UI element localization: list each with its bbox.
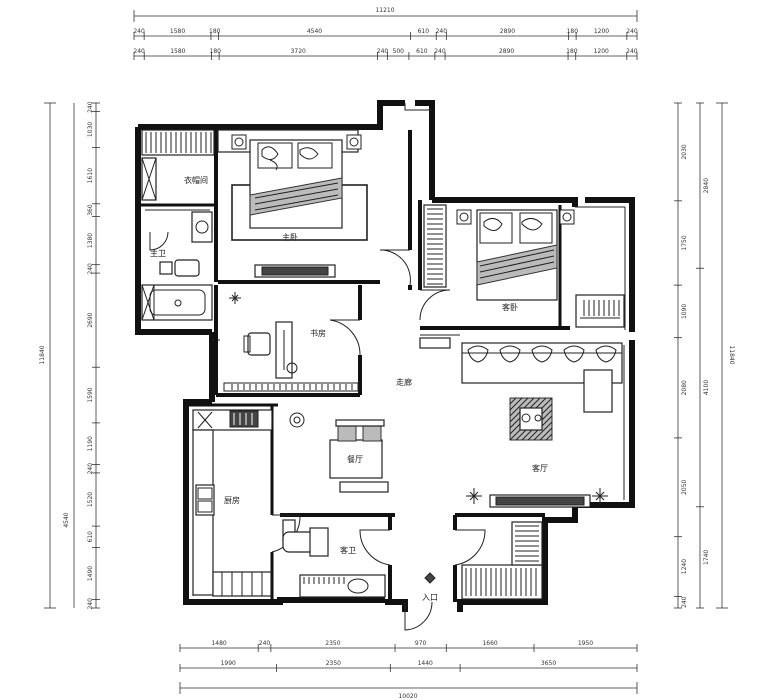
top-dim-row2: 240 — [626, 48, 638, 55]
master-bedroom-label: 主卧 — [282, 232, 298, 242]
top-dim-row2: 240 — [133, 48, 145, 55]
study-label: 书房 — [310, 328, 326, 338]
left-dim: 1380 — [87, 233, 94, 248]
interior-walls — [140, 130, 570, 602]
left-total-dim: 11840 — [39, 345, 46, 364]
left-dim: 610 — [87, 531, 94, 543]
right-dim: 2050 — [681, 479, 688, 494]
bottom-total-dim: 10020 — [398, 693, 417, 700]
study: 书房 — [223, 292, 359, 392]
bottom-dim-row1: 1950 — [578, 640, 593, 647]
top-dim-row2: 2890 — [499, 48, 514, 55]
left-dim: 240 — [87, 463, 94, 475]
entrance-label: 入口 — [422, 593, 438, 602]
kitchen: 厨房 — [192, 409, 273, 597]
left-dim: 1590 — [87, 387, 94, 402]
left-dim: 1190 — [87, 436, 94, 451]
top-total-dim: 11210 — [375, 7, 394, 14]
top-dim-row1: 2890 — [500, 28, 515, 35]
hallway: 走廊 — [396, 337, 451, 387]
dining: 餐厅 — [289, 412, 389, 493]
guest-bath-label: 客卫 — [340, 545, 356, 555]
top-dim-row2: 180 — [566, 48, 578, 55]
top-dim-row2: 3720 — [291, 48, 306, 55]
top-dim-row2: 180 — [210, 48, 222, 55]
top-dim-row2: 240 — [434, 48, 446, 55]
master-bedroom: 主卧 — [217, 129, 368, 278]
top-dim-row2: 500 — [393, 48, 405, 55]
top-dim-row1: 1200 — [594, 28, 609, 35]
left-dim: 240 — [87, 101, 94, 113]
bottom-dim-row1: 240 — [259, 640, 271, 647]
left-dim: 1030 — [87, 122, 94, 137]
bottom-dim-row1: 970 — [415, 640, 427, 647]
bottom-dimensions: 10020 1480 240 2350 970 1660 1950 1990 2350 1440… — [179, 640, 638, 700]
living-room-label: 客厅 — [532, 463, 548, 473]
bottom-dim-row1: 1660 — [482, 640, 497, 647]
right-total-dim: 11840 — [728, 345, 735, 364]
top-dim-row1: 180 — [209, 28, 221, 35]
right-dim-2: 2840 — [703, 178, 710, 193]
left-dim: 2690 — [87, 312, 94, 327]
left-dim: 240 — [87, 263, 94, 275]
dining-label: 餐厅 — [347, 455, 363, 464]
top-dim-row2: 240 — [377, 48, 389, 55]
top-dim-row2: 1580 — [170, 48, 185, 55]
top-dim-row1: 4540 — [307, 28, 322, 35]
left-dim: 240 — [87, 598, 94, 610]
bottom-dim-row1: 2350 — [325, 640, 340, 647]
top-dim-row1: 610 — [418, 28, 430, 35]
right-dim: 1090 — [681, 304, 688, 319]
left-dim: 1520 — [87, 492, 94, 507]
left-dimensions: 11840 240 1030 1610 360 1380 240 2690 1590 1190 2… — [39, 101, 100, 610]
left-dim: 1490 — [87, 566, 94, 581]
bottom-dim-row2: 3650 — [541, 660, 556, 667]
right-dim-2: 4100 — [703, 380, 710, 395]
exterior-walls — [135, 100, 635, 612]
top-dim-row2: 1200 — [594, 48, 609, 55]
second-bedroom-label: 客卧 — [502, 302, 518, 312]
right-dim: 2080 — [681, 380, 688, 395]
right-dimensions: 11840 2030 1750 1090 2080 2050 1240 240 2840 410… — [674, 102, 735, 609]
second-bedroom: 客卧 — [423, 204, 625, 328]
top-dim-row1: 240 — [133, 28, 145, 35]
top-dim-row1: 180 — [567, 28, 579, 35]
kitchen-label: 厨房 — [224, 495, 240, 505]
right-dim: 240 — [681, 596, 688, 608]
master-bath: 主卫 — [141, 211, 213, 321]
door-swings — [149, 231, 486, 631]
top-dim-row1: 240 — [436, 28, 448, 35]
right-dim: 1750 — [681, 235, 688, 250]
right-dim-2: 1740 — [703, 550, 710, 565]
top-dim-row1: 1580 — [170, 28, 185, 35]
left-dim: 1610 — [87, 168, 94, 183]
left-col2-dim: 4540 — [63, 512, 70, 527]
guest-bath: 客卫 — [282, 519, 386, 598]
master-bath-label: 主卫 — [150, 248, 166, 258]
entrance: 入口 — [422, 521, 543, 602]
top-dim-row1: 240 — [626, 28, 638, 35]
right-dim: 1240 — [681, 559, 688, 574]
cloakroom: 衣帽间 — [141, 129, 215, 201]
bottom-dim-row1: 1480 — [211, 640, 226, 647]
cloakroom-label: 衣帽间 — [184, 175, 208, 185]
living-room: 客厅 — [461, 342, 623, 508]
right-dim: 2030 — [681, 144, 688, 159]
bottom-dim-row2: 2350 — [326, 660, 341, 667]
bottom-dim-row2: 1990 — [221, 660, 236, 667]
bottom-dim-row2: 1440 — [418, 660, 433, 667]
hallway-label: 走廊 — [396, 377, 412, 387]
top-dim-row2: 610 — [416, 48, 428, 55]
left-dim: 360 — [87, 204, 94, 216]
top-dimensions: 11210 240 1580 180 4540 610 240 2890 180 1200 240… — [133, 7, 638, 60]
